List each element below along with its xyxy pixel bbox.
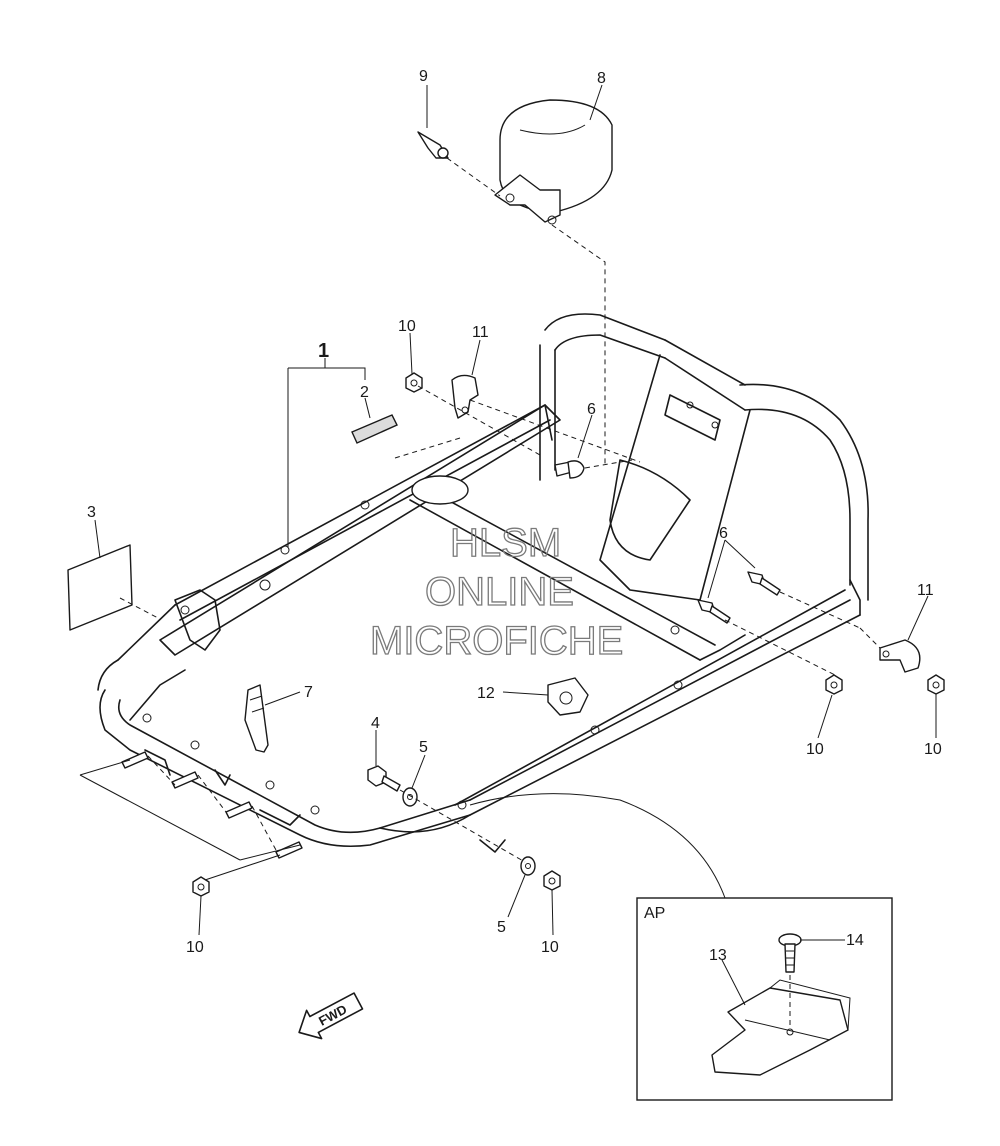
callout-4: 4 [371, 715, 380, 732]
part-2-label [351, 414, 398, 444]
callout-6-top: 6 [587, 401, 596, 418]
part-14-screw [778, 933, 802, 973]
callout-labels: 1 2 3 4 5 5 6 6 7 8 9 10 10 10 10 10 11 … [87, 68, 942, 964]
callout-6-right: 6 [719, 525, 728, 542]
part-9-pin [417, 131, 449, 159]
callout-10-right: 10 [924, 741, 942, 758]
callout-9: 9 [419, 68, 428, 85]
callout-2: 2 [360, 384, 369, 401]
part-11-clamp-right [879, 639, 921, 673]
watermark-line-2: ONLINE [425, 570, 574, 614]
part-6-bolt-right-1 [747, 571, 781, 596]
part-13-plate [711, 979, 851, 1076]
watermark: HLSM ONLINE MICROFICHE [369, 520, 624, 663]
part-5-washer-bottom [520, 856, 536, 876]
callout-10-bottom-mid: 10 [541, 939, 559, 956]
callout-11-right: 11 [917, 582, 934, 599]
callout-3: 3 [87, 504, 96, 521]
fwd-arrow: FWD [298, 992, 364, 1040]
part-10-nut-bottom-mid [543, 870, 561, 891]
part-3-sticker [67, 544, 133, 631]
watermark-line-3: MICROFICHE [370, 619, 623, 663]
leader-lines [79, 84, 937, 936]
studs [121, 751, 303, 859]
callout-5-top: 5 [419, 739, 428, 756]
callout-5-bottom: 5 [497, 919, 506, 936]
part-5-washer-top [402, 787, 418, 807]
part-6-bolt-top [554, 460, 585, 479]
part-10-nut-top [405, 372, 423, 393]
callout-12: 12 [477, 685, 495, 702]
watermark-line-1: HLSM [450, 521, 561, 565]
part-4-bolt [367, 765, 401, 792]
part-6-bolt-right-2 [697, 599, 731, 624]
part-7-strap [244, 684, 269, 753]
callout-1: 1 [318, 340, 329, 362]
part-11-clamp-top [451, 374, 479, 419]
part-10-nut-bottom-left [192, 876, 210, 897]
callout-8: 8 [597, 70, 606, 87]
callout-14: 14 [846, 932, 864, 949]
callout-10-top: 10 [398, 318, 416, 335]
callout-10-bottom-left: 10 [186, 939, 204, 956]
chassis-frame [97, 313, 869, 853]
inset-label: AP [644, 905, 665, 922]
callout-11-top: 11 [472, 324, 489, 341]
callout-10-mid: 10 [806, 741, 824, 758]
inset-ap: AP [636, 897, 893, 1101]
part-10-nut-mid [825, 674, 843, 695]
part-12-clip [547, 677, 589, 716]
callout-7: 7 [304, 684, 313, 701]
callout-13: 13 [709, 947, 727, 964]
part-10-nut-right [927, 674, 945, 695]
part-8-cushion [494, 99, 613, 225]
